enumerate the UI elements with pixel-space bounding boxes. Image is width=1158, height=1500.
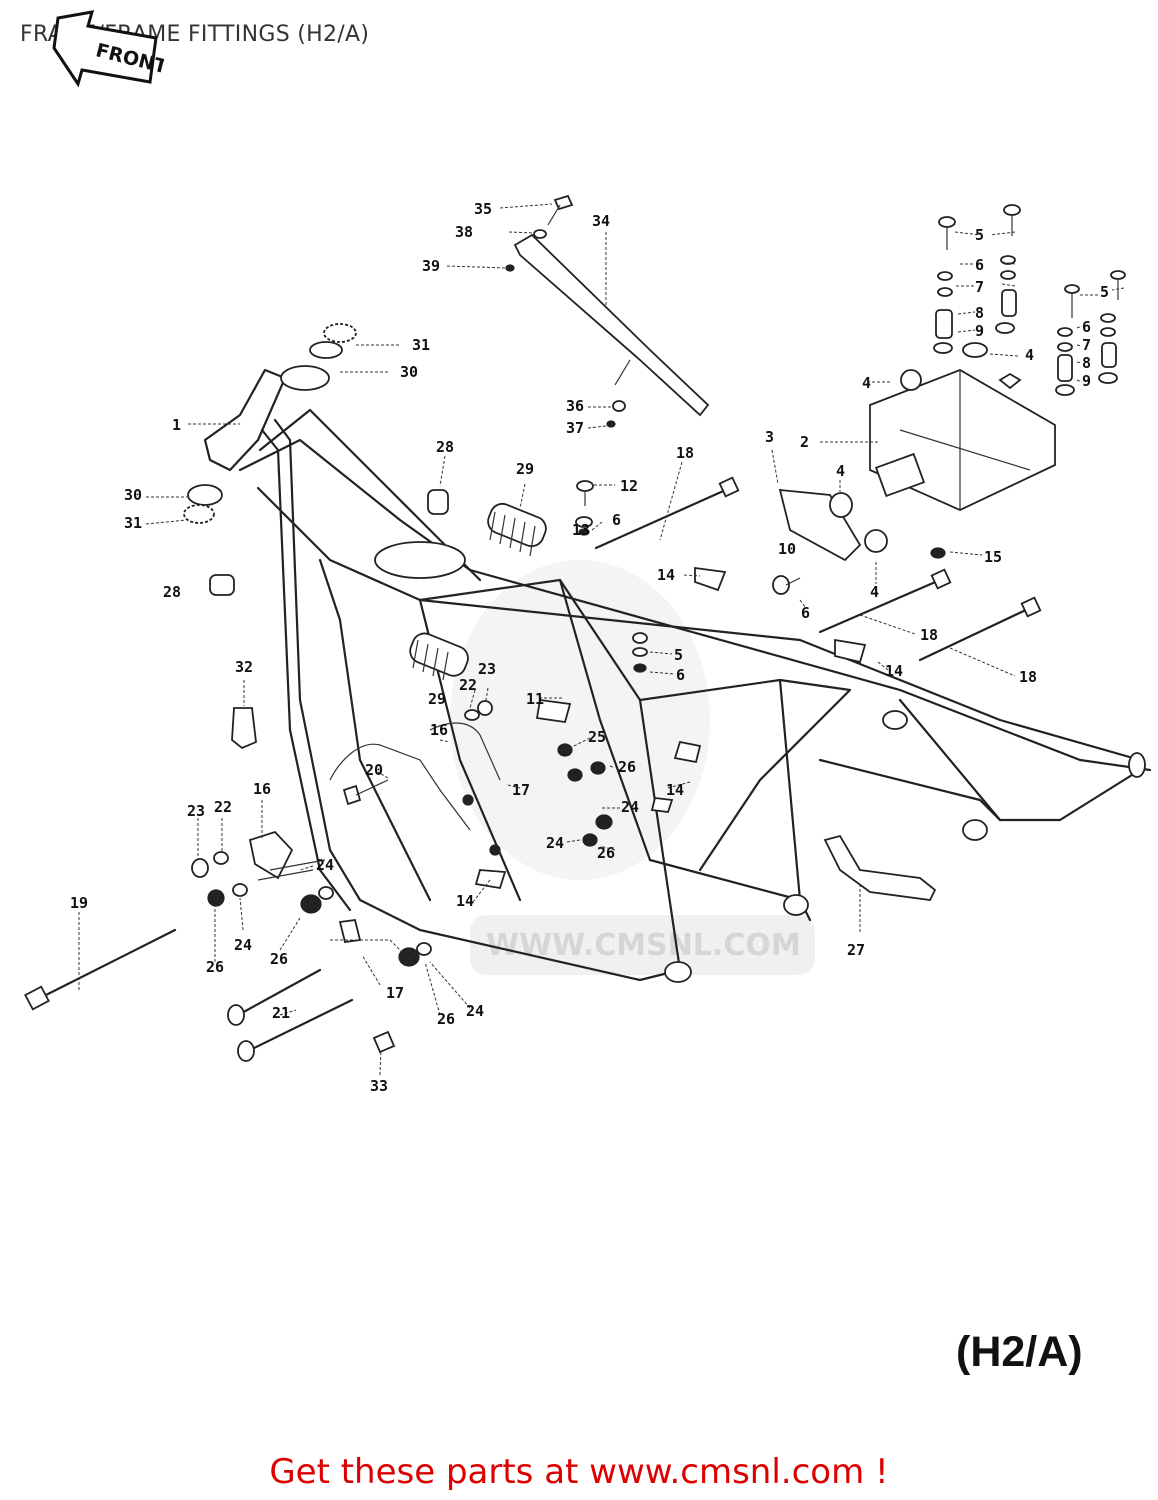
- callout-1: 1: [172, 416, 181, 434]
- callout-6b: 6: [1082, 318, 1091, 336]
- callout-32: 32: [235, 658, 253, 676]
- callout-5c: 5: [674, 646, 683, 664]
- callout-14d: 14: [456, 892, 474, 910]
- steering-head-top: [280, 365, 330, 391]
- callout-16b: 16: [253, 780, 271, 798]
- callout-4d: 4: [870, 583, 879, 601]
- callout-29a: 29: [516, 460, 534, 478]
- callout-26d: 26: [270, 950, 288, 968]
- callout-30a: 30: [400, 363, 418, 381]
- battery-bracket: [778, 488, 862, 562]
- callout-16a: 16: [430, 721, 448, 739]
- callout-34: 34: [592, 212, 610, 230]
- callout-14c: 14: [666, 781, 684, 799]
- callout-14b: 14: [885, 662, 903, 680]
- watermark-text: WWW.CMSNL.COM: [486, 928, 801, 963]
- callout-26c: 26: [206, 958, 224, 976]
- callout-29b: 29: [428, 690, 446, 708]
- callout-24c: 24: [316, 856, 334, 874]
- callout-11: 11: [526, 690, 544, 708]
- callout-5a: 5: [975, 226, 984, 244]
- brace-34: [513, 233, 710, 417]
- stand-27: [823, 834, 937, 901]
- callout-7b: 7: [1082, 336, 1091, 354]
- callout-26e: 26: [437, 1010, 455, 1028]
- callout-24e: 24: [466, 1002, 484, 1020]
- callout-8a: 8: [975, 304, 984, 322]
- leader-lines: [78, 203, 1125, 1076]
- callout-33: 33: [370, 1077, 388, 1095]
- callout-6c: 6: [612, 511, 621, 529]
- callout-28a: 28: [436, 438, 454, 456]
- callout-24d: 24: [234, 936, 252, 954]
- callout-22a: 22: [459, 676, 477, 694]
- battery-case: [869, 369, 1056, 511]
- callout-labels: 1 2 3 4 4 4 4 5 5 5 6 6 6 6 6 7 7 8 8 9 …: [70, 200, 1109, 1095]
- callout-26a: 26: [618, 758, 636, 776]
- callout-26b: 26: [597, 844, 615, 862]
- callout-21: 21: [272, 1004, 290, 1022]
- callout-2: 2: [800, 433, 809, 451]
- callout-9b: 9: [1082, 372, 1091, 390]
- callout-13: 13: [572, 521, 590, 539]
- callout-31a: 31: [412, 336, 430, 354]
- callout-36: 36: [566, 397, 584, 415]
- callout-24a: 24: [621, 798, 639, 816]
- callout-31b: 31: [124, 514, 142, 532]
- callout-18a: 18: [676, 444, 694, 462]
- callout-8b: 8: [1082, 354, 1091, 372]
- callout-4a: 4: [862, 374, 871, 392]
- callout-10: 10: [778, 540, 796, 558]
- callout-17a: 17: [512, 781, 530, 799]
- callout-9a: 9: [975, 322, 984, 340]
- front-arrow-icon: FRONT: [52, 10, 164, 88]
- callout-39: 39: [422, 257, 440, 275]
- main-frame: [203, 365, 1152, 983]
- callout-37: 37: [566, 419, 584, 437]
- callout-18b: 18: [920, 626, 938, 644]
- callout-15: 15: [984, 548, 1002, 566]
- cta-link[interactable]: Get these parts at www.cmsnl.com !: [269, 1452, 889, 1492]
- frame-exploded-diagram: WWW.CMSNL.COM: [24, 194, 1152, 1095]
- callout-5b: 5: [1100, 283, 1109, 301]
- callout-14a: 14: [657, 566, 675, 584]
- callout-4c: 4: [836, 462, 845, 480]
- callout-25: 25: [588, 728, 606, 746]
- callout-6a: 6: [975, 256, 984, 274]
- callout-17b: 17: [386, 984, 404, 1002]
- callout-28b: 28: [163, 583, 181, 601]
- callout-35: 35: [474, 200, 492, 218]
- model-tag: (H2/A): [956, 1328, 1083, 1376]
- callout-12: 12: [620, 477, 638, 495]
- callout-23a: 23: [478, 660, 496, 678]
- callout-27: 27: [847, 941, 865, 959]
- callout-18c: 18: [1019, 668, 1037, 686]
- fasteners: [191, 204, 1126, 967]
- callout-38: 38: [455, 223, 473, 241]
- callout-3: 3: [765, 428, 774, 446]
- callout-30b: 30: [124, 486, 142, 504]
- callout-4b: 4: [1025, 346, 1034, 364]
- callout-6e: 6: [676, 666, 685, 684]
- callout-23b: 23: [187, 802, 205, 820]
- callout-19: 19: [70, 894, 88, 912]
- callout-20: 20: [365, 761, 383, 779]
- callout-6d: 6: [801, 604, 810, 622]
- callout-24b: 24: [546, 834, 564, 852]
- callout-7a: 7: [975, 278, 984, 296]
- callout-22b: 22: [214, 798, 232, 816]
